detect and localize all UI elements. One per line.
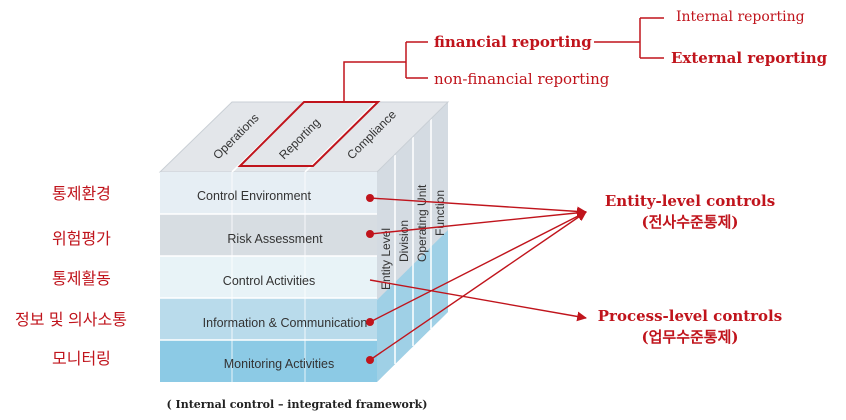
arrow-env-entity	[369, 197, 587, 217]
arrow-act-process	[369, 279, 587, 322]
dot-risk-assessment	[366, 230, 374, 238]
entity-level-title: Entity-level controls	[605, 192, 775, 210]
tree-non-financial-reporting: non-financial reporting	[434, 70, 610, 88]
row-bg-risk-assessment	[160, 214, 377, 256]
control-arrows	[369, 197, 587, 361]
row-label-control-activities: Control Activities	[223, 274, 315, 288]
tree-connectors	[343, 17, 664, 102]
row-label-control-environment: Control Environment	[197, 189, 311, 203]
row-label-monitoring-activities: Monitoring Activities	[224, 357, 334, 371]
entity-level-subtitle: (전사수준통제)	[642, 213, 739, 231]
arrow-info-entity	[369, 211, 587, 323]
korean-label-information-communication: 정보 및 의사소통	[15, 311, 127, 329]
side-label-entity-level: Entity Level	[379, 228, 393, 290]
dot-monitoring-activities	[366, 356, 374, 364]
row-separators	[160, 213, 377, 341]
tree-external-reporting: External reporting	[671, 49, 828, 67]
reporting-highlight	[237, 101, 381, 167]
row-bg-information-communication	[160, 298, 377, 340]
side-label-operating-unit: Operating Unit	[415, 184, 429, 262]
row-dots	[366, 194, 374, 364]
row-label-risk-assessment: Risk Assessment	[227, 232, 323, 246]
row-label-information-communication: Information & Communication	[203, 316, 368, 330]
process-level-subtitle: (업무수준통제)	[642, 328, 739, 346]
tree-financial-reporting: financial reporting	[434, 33, 592, 51]
caption: ( Internal control – integrated framewor…	[167, 398, 428, 411]
korean-label-monitoring: 모니터링	[52, 350, 111, 368]
row-bg-control-environment	[160, 172, 377, 214]
arrow-mon-entity	[369, 211, 587, 361]
tree-internal-reporting: Internal reporting	[676, 9, 805, 25]
dot-control-environment	[366, 194, 374, 202]
korean-label-control-activities: 통제활동	[52, 270, 111, 288]
side-label-division: Division	[397, 220, 411, 262]
row-bg-control-activities	[160, 256, 377, 298]
korean-label-control-environment: 통제환경	[52, 185, 111, 203]
front-dividers	[231, 172, 306, 382]
arrow-risk-entity	[369, 208, 587, 235]
row-bg-monitoring-activities	[160, 340, 377, 382]
side-label-function: Function	[433, 190, 447, 236]
dot-information-communication	[366, 318, 374, 326]
side-dividers	[394, 119, 432, 364]
process-level-title: Process-level controls	[598, 307, 782, 325]
korean-label-risk-assessment: 위험평가	[52, 230, 111, 248]
